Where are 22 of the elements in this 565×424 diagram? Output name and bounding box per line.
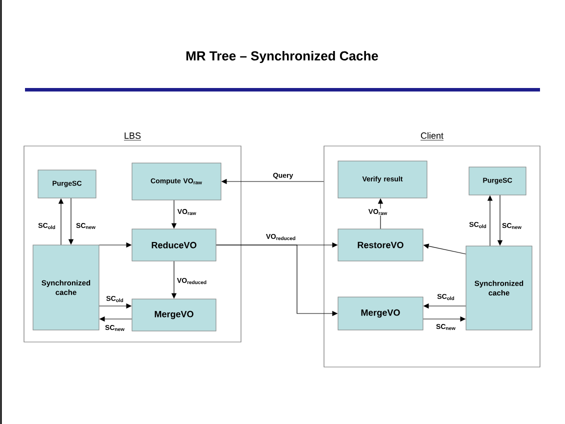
arrow xyxy=(98,242,132,248)
arrow xyxy=(487,195,493,246)
process-box: MergeVO xyxy=(132,298,216,332)
arrow xyxy=(221,178,324,184)
process-box: RestoreVO xyxy=(338,228,424,262)
arrow xyxy=(171,260,177,299)
arrow xyxy=(58,198,64,246)
arrow xyxy=(422,316,466,322)
title: MR Tree – Synchronized Cache xyxy=(186,50,378,64)
arrow xyxy=(378,198,384,230)
arrow xyxy=(423,244,466,254)
node-label: Client xyxy=(420,132,444,139)
arrow xyxy=(423,303,466,309)
process-box: ReduceVO xyxy=(132,228,216,262)
arrow xyxy=(68,198,74,245)
arrow xyxy=(171,200,177,229)
arrow xyxy=(497,194,503,246)
node-label: LBS xyxy=(124,132,141,139)
arrow xyxy=(216,244,338,316)
arrow xyxy=(98,303,132,309)
arrow xyxy=(99,316,132,322)
process-box: MergeVO xyxy=(338,296,424,330)
